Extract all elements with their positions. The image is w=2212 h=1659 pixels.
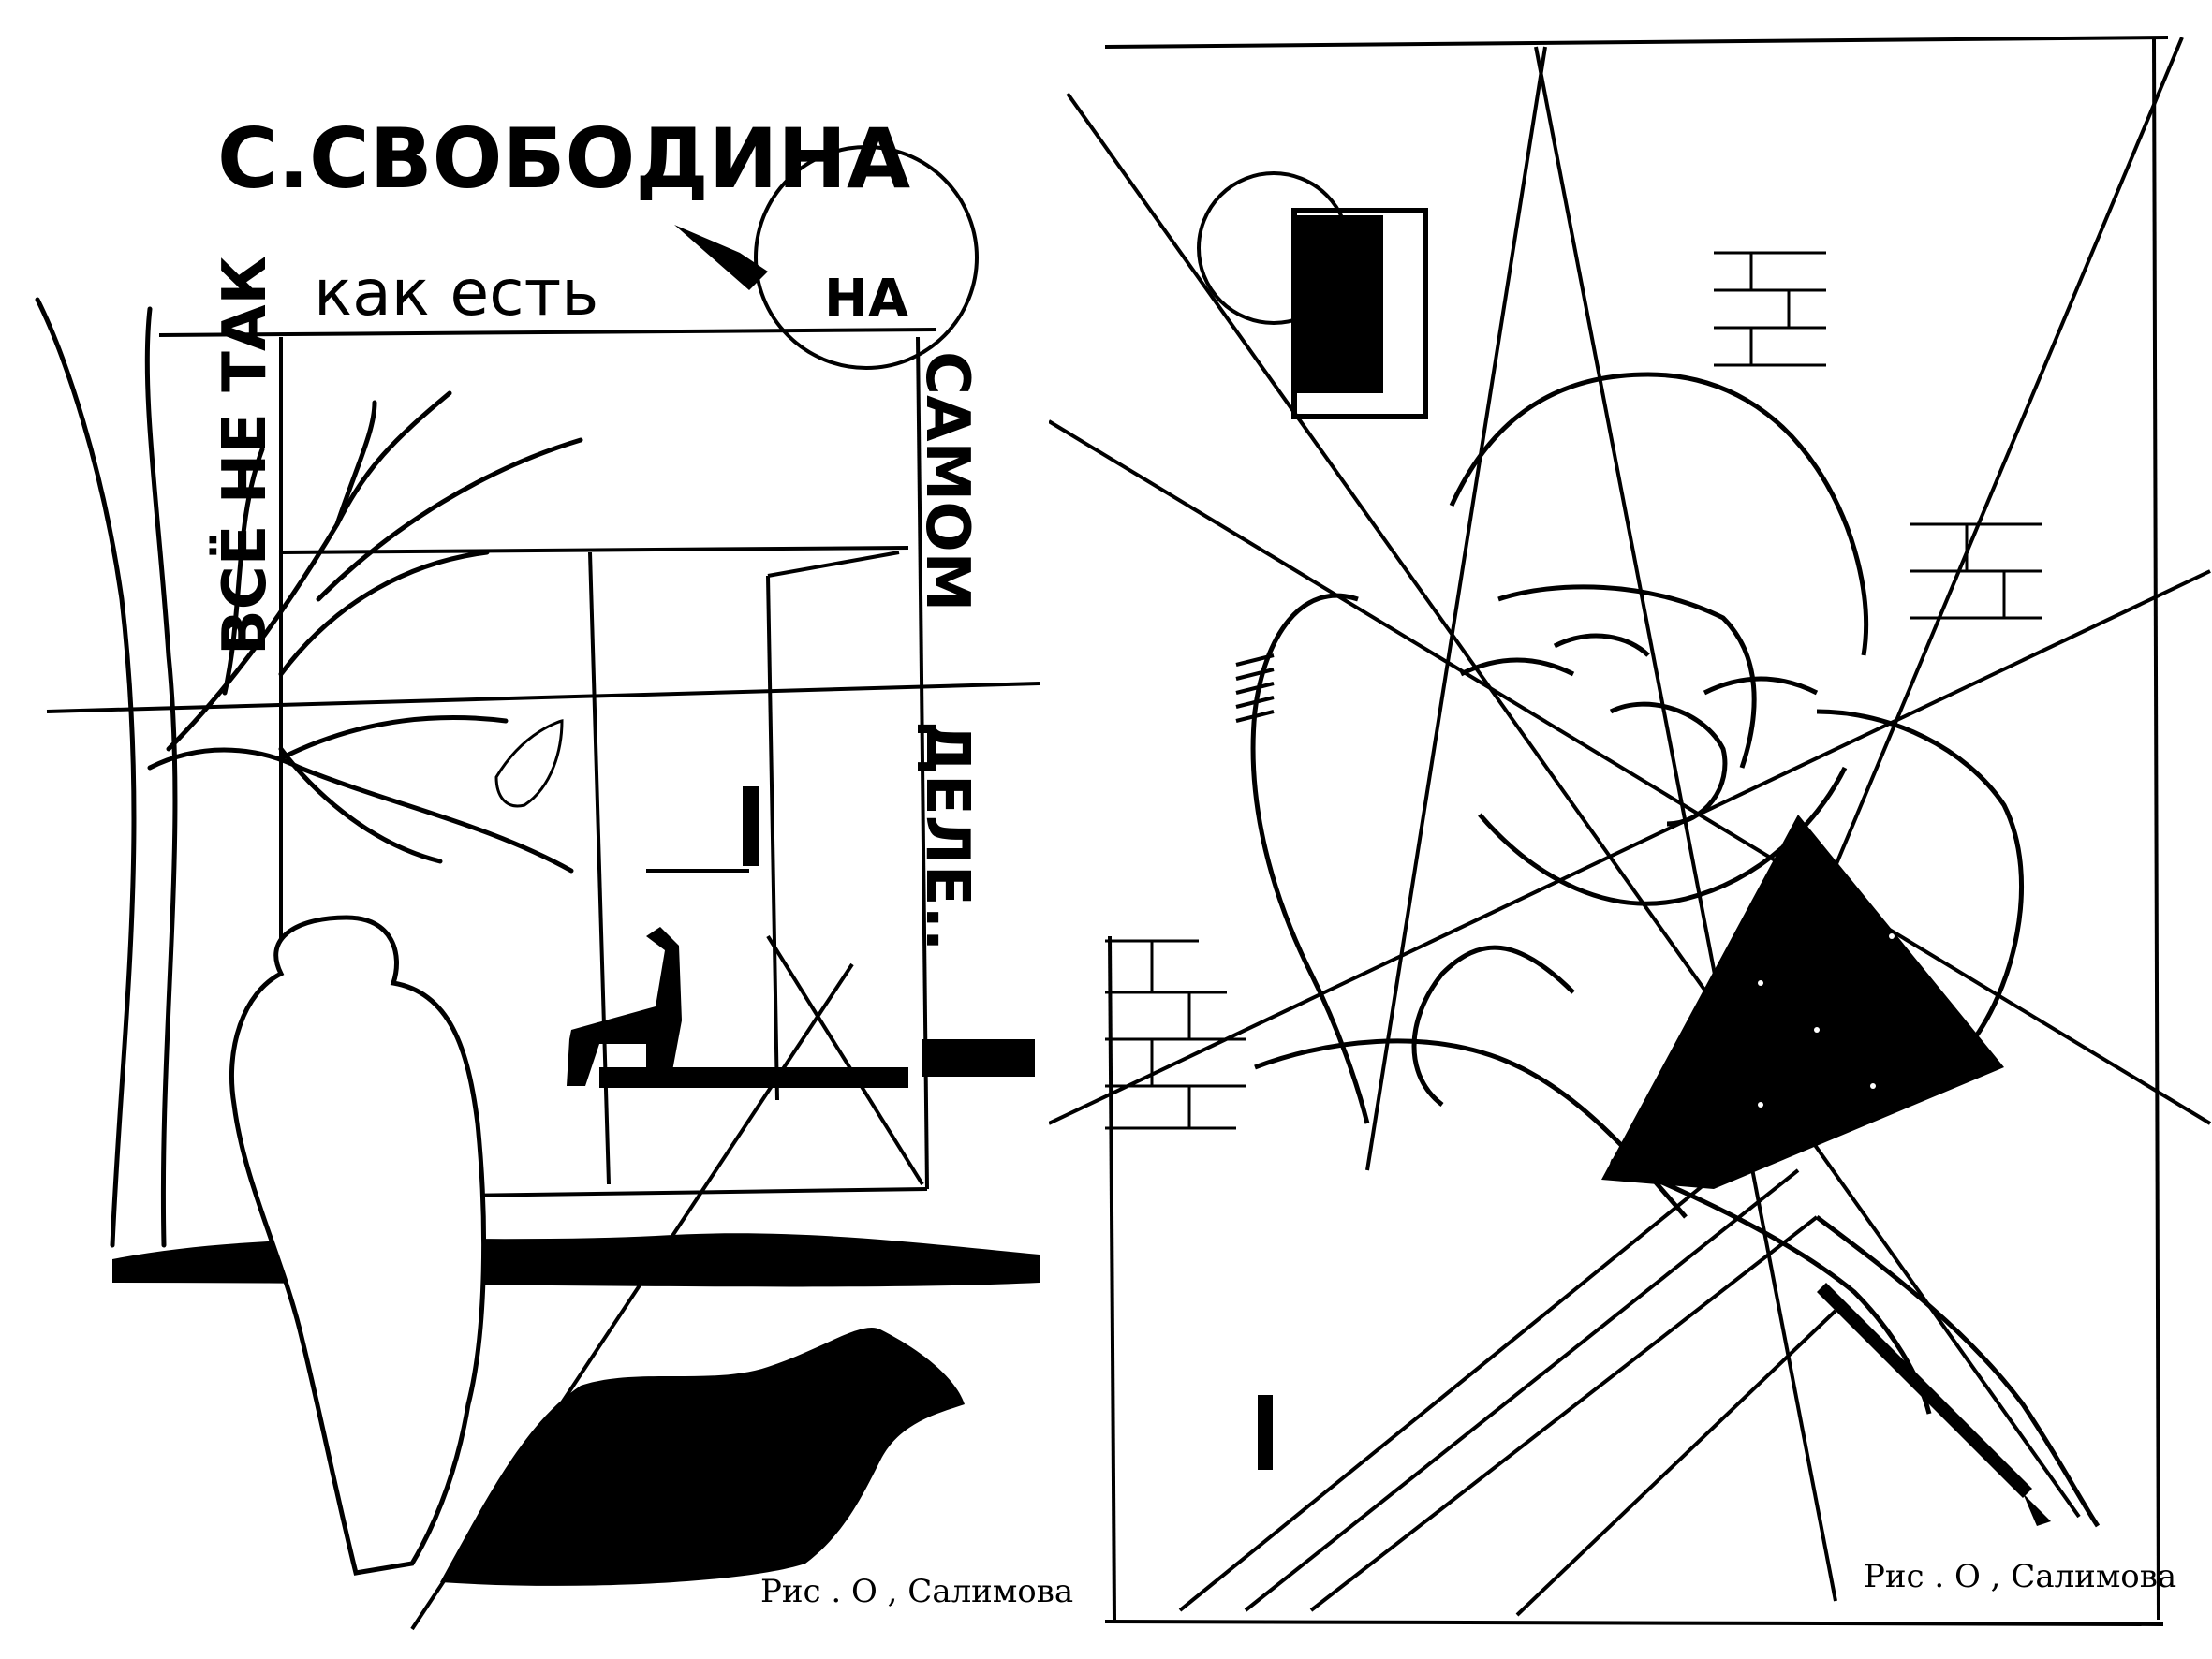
left-credit: Рис . О , Салимова (760, 1573, 1074, 1610)
right-credit: Рис . О , Салимова (1864, 1558, 2177, 1595)
middle-phrase: как есть (314, 257, 598, 330)
dark-triangle (1601, 815, 2004, 1189)
right-illustration: Рис . О , Салимова (1049, 0, 2212, 1659)
distant-figure (743, 786, 759, 866)
vertical-right-text-1: САМОМ (912, 351, 981, 611)
left-illustration: С.СВОБОДИНА как есть НА ВСЁ НЕ ТАК САМОМ… (0, 0, 1073, 1659)
bird-shape (674, 225, 796, 290)
na-text: НА (824, 269, 909, 330)
dog-shadow (440, 1328, 965, 1586)
left-drawing: С.СВОБОДИНА как есть НА ВСЁ НЕ ТАК САМОМ… (35, 110, 1040, 1631)
hatching (1235, 653, 1275, 723)
author-title: С.СВОБОДИНА (217, 110, 910, 207)
right-drawing (1049, 36, 2212, 1626)
man-silhouette (229, 915, 487, 1576)
leaf-shape (494, 719, 564, 808)
distant-figure (1258, 1395, 1273, 1470)
vertical-right-text-2: ДЕЛЕ.. (912, 721, 981, 951)
brick-wall (1105, 251, 2042, 1130)
horse-silhouette (567, 927, 682, 1086)
vertical-left-text: ВСЁ НЕ ТАК (209, 256, 280, 655)
moon-circle (754, 145, 979, 370)
brush (1817, 1283, 2032, 1498)
